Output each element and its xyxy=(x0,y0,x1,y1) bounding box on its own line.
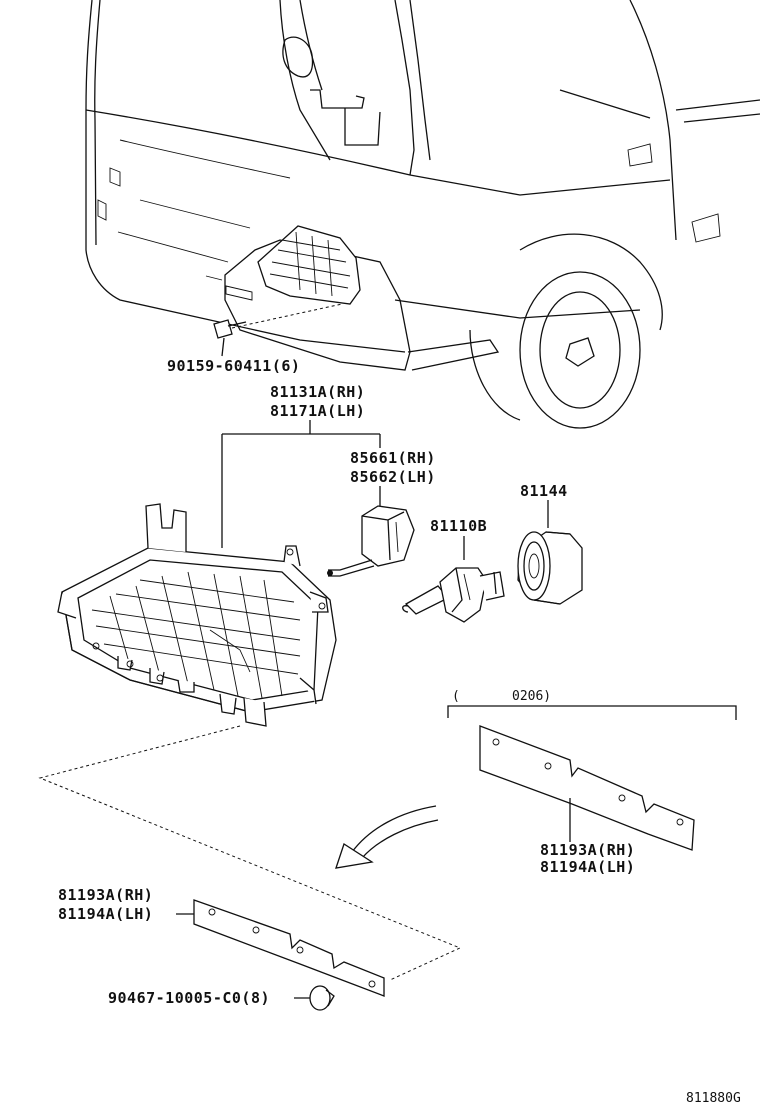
part-label-screw: 90159-60411(6) xyxy=(167,357,300,375)
part-label-socket-lh: 85662(LH) xyxy=(350,468,436,486)
part-label-cover: 81144 xyxy=(520,482,568,500)
vehicle-front-illustration xyxy=(85,0,760,429)
socket-part xyxy=(327,505,415,577)
gasket-right-part xyxy=(479,725,695,851)
part-label-clip: 90467-10005-C0(8) xyxy=(108,989,270,1007)
part-label-gasket-left-lh: 81194A(LH) xyxy=(58,905,153,923)
part-label-socket-rh: 85661(RH) xyxy=(350,449,436,467)
direction-arrow xyxy=(335,805,439,869)
date-range-end: 0206) xyxy=(512,689,551,704)
date-range-open: ( xyxy=(452,689,460,704)
part-label-headlamp-rh: 81131A(RH) xyxy=(270,383,365,401)
gasket-left-part xyxy=(193,899,385,997)
bulb-part xyxy=(402,567,505,623)
part-label-gasket-right-rh: 81193A(RH) xyxy=(540,841,635,859)
headlamp-assembly xyxy=(57,503,337,727)
part-label-gasket-left-rh: 81193A(RH) xyxy=(58,886,153,904)
part-label-headlamp-lh: 81171A(LH) xyxy=(270,402,365,420)
gasket-dashed-guide xyxy=(38,725,462,981)
figure-code: 811880G xyxy=(686,1091,741,1106)
part-label-bulb: 81110B xyxy=(430,517,487,535)
screw-part xyxy=(213,319,247,357)
headlamp-leader xyxy=(221,420,381,548)
date-range-bracket xyxy=(447,705,737,720)
clip-part xyxy=(309,985,335,1011)
part-label-gasket-right-lh: 81194A(LH) xyxy=(540,858,635,876)
cover-part xyxy=(517,531,583,605)
